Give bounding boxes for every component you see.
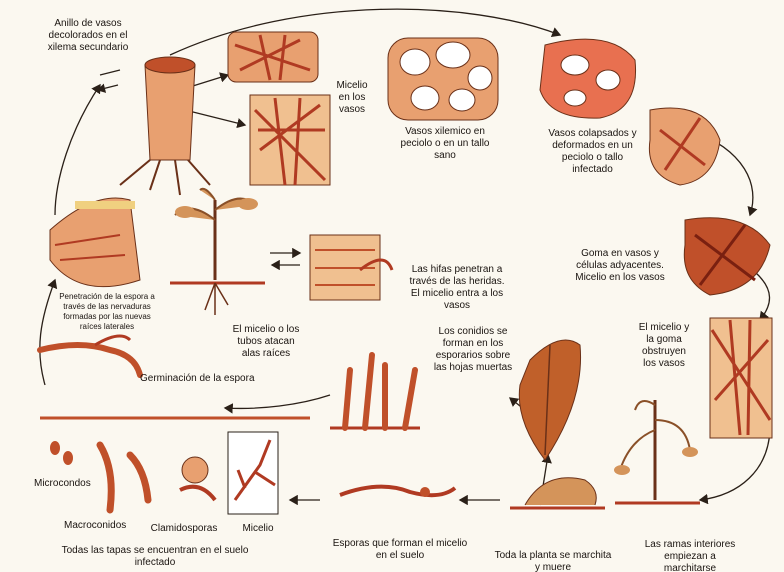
label-ramas: Las ramas interiores empiezan a marchita…	[630, 539, 750, 572]
arrow-down-right	[700, 430, 770, 500]
label-vasos-sano: Vasos xilemico en peciolo o en un tallo …	[385, 126, 505, 162]
label-micelio: Micelio	[232, 523, 284, 535]
label-tubos: El micelio o los tubos atacan alas raíce…	[222, 324, 310, 360]
label-vasos-colapsados: Vasos colapsados y deformados en un peci…	[535, 128, 650, 176]
stem-cross-section	[98, 57, 210, 195]
label-germinacion: Germinación de la espora	[140, 373, 290, 385]
root-penetration	[50, 198, 140, 287]
label-marchita: Toda la planta se marchita y muere	[488, 550, 618, 572]
hyphae-wound-section	[310, 235, 392, 300]
label-microconidios: Microcondos	[34, 478, 106, 490]
label-obstruyen: El micelio y la goma obstruyen los vasos	[628, 322, 700, 370]
arrow-to-obstruyen	[755, 272, 770, 320]
young-plant	[170, 189, 265, 315]
label-penetracion: Penetración de la espora a través de las…	[48, 292, 166, 332]
germinating-spore	[40, 336, 140, 375]
label-anillo: Anillo de vasos decolorados en el xilema…	[38, 18, 138, 54]
mycelium-vessel-block-top	[228, 32, 330, 185]
label-micelio-vasos: Micelio en los vasos	[322, 80, 382, 116]
label-suelo: Todas las tapas se encuentran en el suel…	[40, 545, 270, 569]
soil-spores	[340, 487, 455, 497]
collapsed-vessels	[540, 39, 636, 118]
arrow-up-left	[55, 85, 100, 215]
arrow-to-germ	[225, 395, 330, 408]
arrow-micelio-vasos-2	[185, 110, 245, 125]
dead-leaf	[519, 340, 580, 460]
label-macroconidios: Macroconidos	[64, 520, 144, 532]
label-esporas: Esporas que forman el micelio en el suel…	[320, 538, 480, 562]
conidiophores	[330, 355, 420, 428]
spore-types	[50, 432, 278, 514]
healthy-vessels	[388, 38, 498, 120]
label-clamidosporas: Clamidosporas	[144, 523, 224, 535]
obstructed-vessels	[710, 318, 772, 438]
wilting-plant	[614, 400, 700, 503]
label-conidios: Los conidios se forman en los esporarios…	[418, 326, 528, 374]
dead-plant	[510, 478, 605, 508]
label-goma: Goma en vasos y células adyacentes. Mice…	[560, 248, 680, 284]
label-hifas: Las hifas penetran a través de las herid…	[392, 264, 522, 312]
